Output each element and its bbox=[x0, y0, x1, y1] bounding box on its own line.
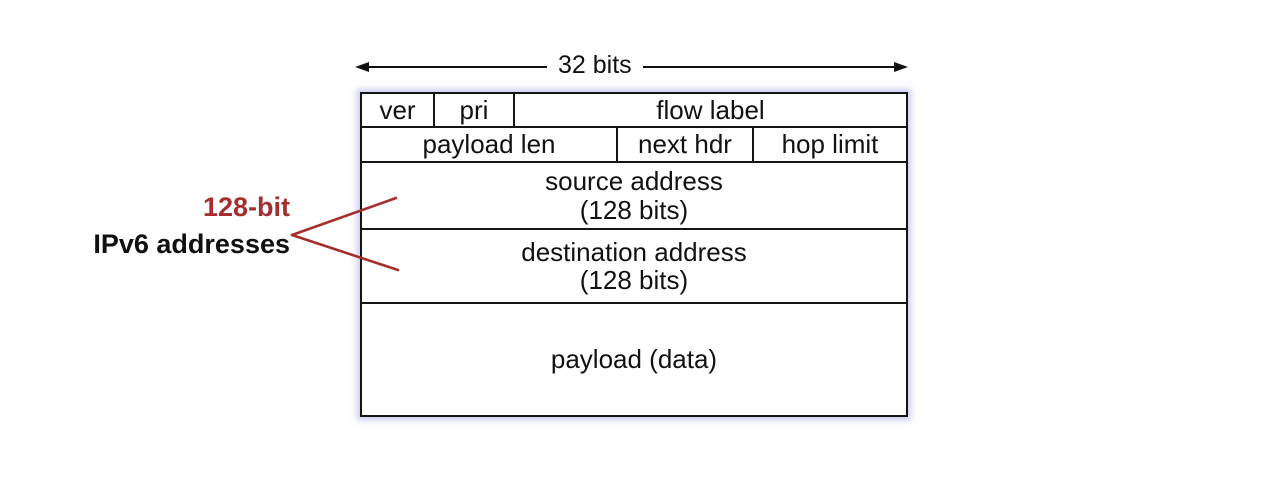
arrow-left-icon bbox=[355, 62, 369, 72]
field-next-hdr: next hdr bbox=[618, 128, 754, 161]
source-address-label: source address bbox=[545, 166, 723, 197]
source-address-size: (128 bits) bbox=[579, 194, 689, 225]
arrow-right-icon bbox=[894, 62, 908, 72]
field-destination-address: destination address (128 bits) bbox=[362, 230, 906, 302]
side-annotation-label: IPv6 addresses bbox=[93, 229, 290, 259]
ipv6-header-diagram: ver pri flow label payload len next hdr … bbox=[360, 92, 908, 417]
field-pri: pri bbox=[435, 94, 515, 126]
field-payload: payload (data) bbox=[550, 344, 718, 375]
arrow-line-right bbox=[642, 66, 894, 68]
arrow-line-left bbox=[369, 66, 547, 68]
bits-width-arrow: 32 bits bbox=[355, 50, 908, 81]
side-annotation-emphasis: 128-bit bbox=[202, 192, 290, 222]
field-hop-limit: hop limit bbox=[781, 129, 879, 160]
field-flow-label: flow label bbox=[656, 94, 765, 125]
bits-width-label: 32 bits bbox=[558, 50, 632, 79]
field-source-address: source address (128 bits) bbox=[362, 163, 906, 228]
destination-address-label: destination address bbox=[521, 236, 747, 267]
header-row-1: ver pri flow label bbox=[362, 94, 906, 128]
header-row-2: payload len next hdr hop limit bbox=[362, 128, 906, 163]
destination-address-size: (128 bits) bbox=[579, 265, 689, 295]
header-row-destination: destination address (128 bits) bbox=[362, 230, 906, 304]
side-annotation: 128-bit IPv6 addresses bbox=[40, 189, 290, 263]
header-row-source: source address (128 bits) bbox=[362, 163, 906, 230]
header-row-payload: payload (data) bbox=[362, 304, 906, 415]
field-ver: ver bbox=[362, 94, 435, 126]
field-payload-len: payload len bbox=[362, 128, 618, 161]
